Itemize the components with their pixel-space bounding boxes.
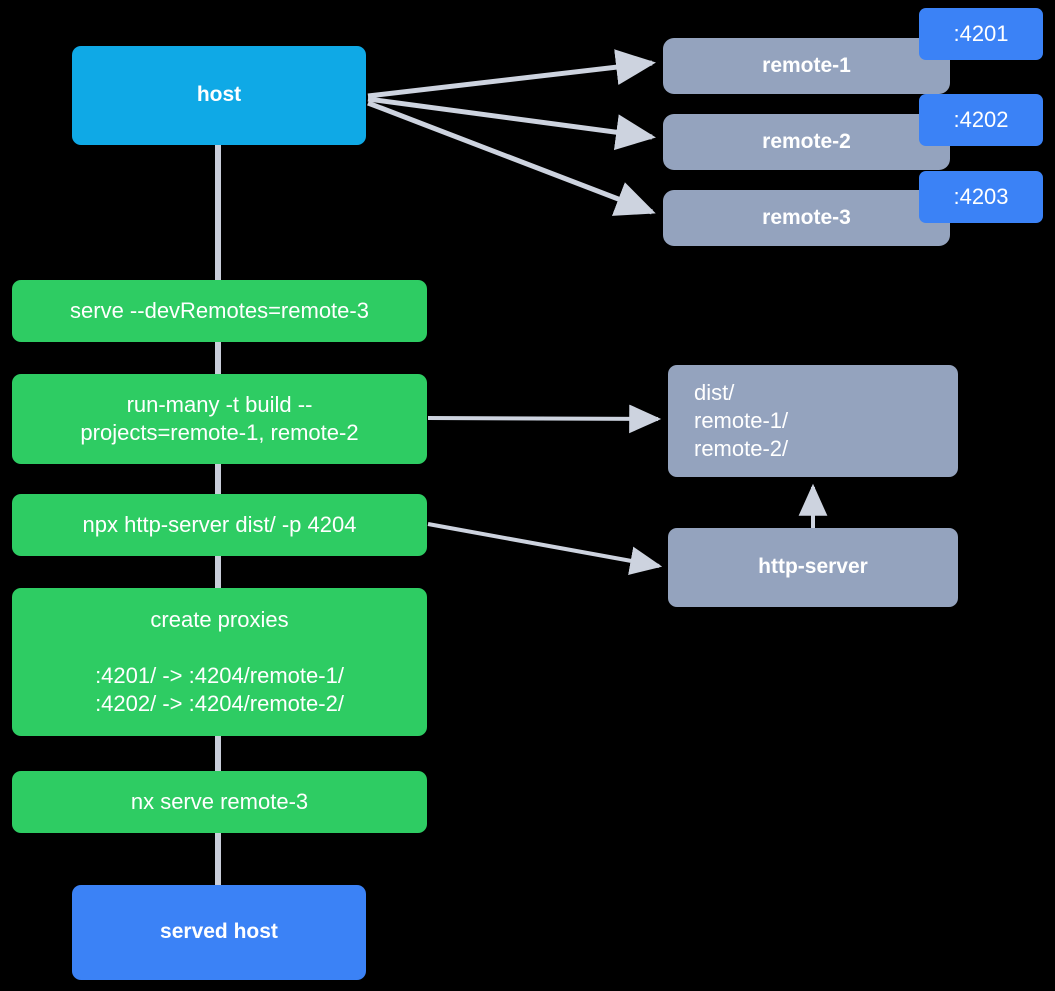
node-run-many-build-label: run-many -t build -- projects=remote-1, …	[80, 391, 359, 445]
edge-run-many-to-dist	[427, 404, 662, 434]
port-badge-remote-2[interactable]: :4202	[919, 94, 1043, 146]
node-nx-serve-remote-3[interactable]: nx serve remote-3	[12, 771, 427, 833]
port-badge-remote-3[interactable]: :4203	[919, 171, 1043, 223]
edge-host-to-remote-2	[367, 96, 656, 151]
node-served-host-label: served host	[160, 920, 278, 944]
node-serve-devremotes-label: serve --devRemotes=remote-3	[70, 297, 369, 323]
node-create-proxies[interactable]: create proxies :4201/ -> :4204/remote-1/…	[12, 588, 427, 736]
node-npx-http-server[interactable]: npx http-server dist/ -p 4204	[12, 494, 427, 556]
node-nx-serve-remote-3-label: nx serve remote-3	[130, 788, 309, 814]
node-remote-2-label: remote-2	[762, 129, 851, 153]
node-serve-devremotes[interactable]: serve --devRemotes=remote-3	[12, 280, 427, 342]
edge-host-to-remote-1	[367, 49, 656, 99]
node-run-many-build[interactable]: run-many -t build -- projects=remote-1, …	[12, 374, 427, 464]
port-badge-remote-3-label: :4203	[953, 183, 1009, 209]
node-served-host[interactable]: served host	[72, 885, 366, 980]
edge-host-to-remote-3	[367, 100, 656, 216]
node-remote-1-label: remote-1	[762, 53, 851, 77]
port-badge-remote-1-label: :4201	[953, 20, 1009, 46]
node-npx-http-server-label: npx http-server dist/ -p 4204	[82, 511, 357, 537]
node-remote-2[interactable]: remote-2	[663, 114, 950, 170]
node-http-server-label: http-server	[758, 555, 868, 579]
node-remote-1[interactable]: remote-1	[663, 38, 950, 94]
node-remote-3-label: remote-3	[762, 205, 851, 229]
port-badge-remote-2-label: :4202	[953, 106, 1009, 132]
node-http-server[interactable]: http-server	[668, 528, 958, 607]
node-host-label: host	[196, 83, 242, 107]
port-badge-remote-1[interactable]: :4201	[919, 8, 1043, 60]
node-dist-folder-label: dist/ remote-1/ remote-2/	[694, 379, 789, 462]
node-create-proxies-label: create proxies :4201/ -> :4204/remote-1/…	[95, 606, 344, 717]
node-remote-3[interactable]: remote-3	[663, 190, 950, 246]
edge-npx-to-http-server	[427, 522, 663, 576]
node-host[interactable]: host	[72, 46, 366, 145]
node-dist-folder[interactable]: dist/ remote-1/ remote-2/	[668, 365, 958, 477]
